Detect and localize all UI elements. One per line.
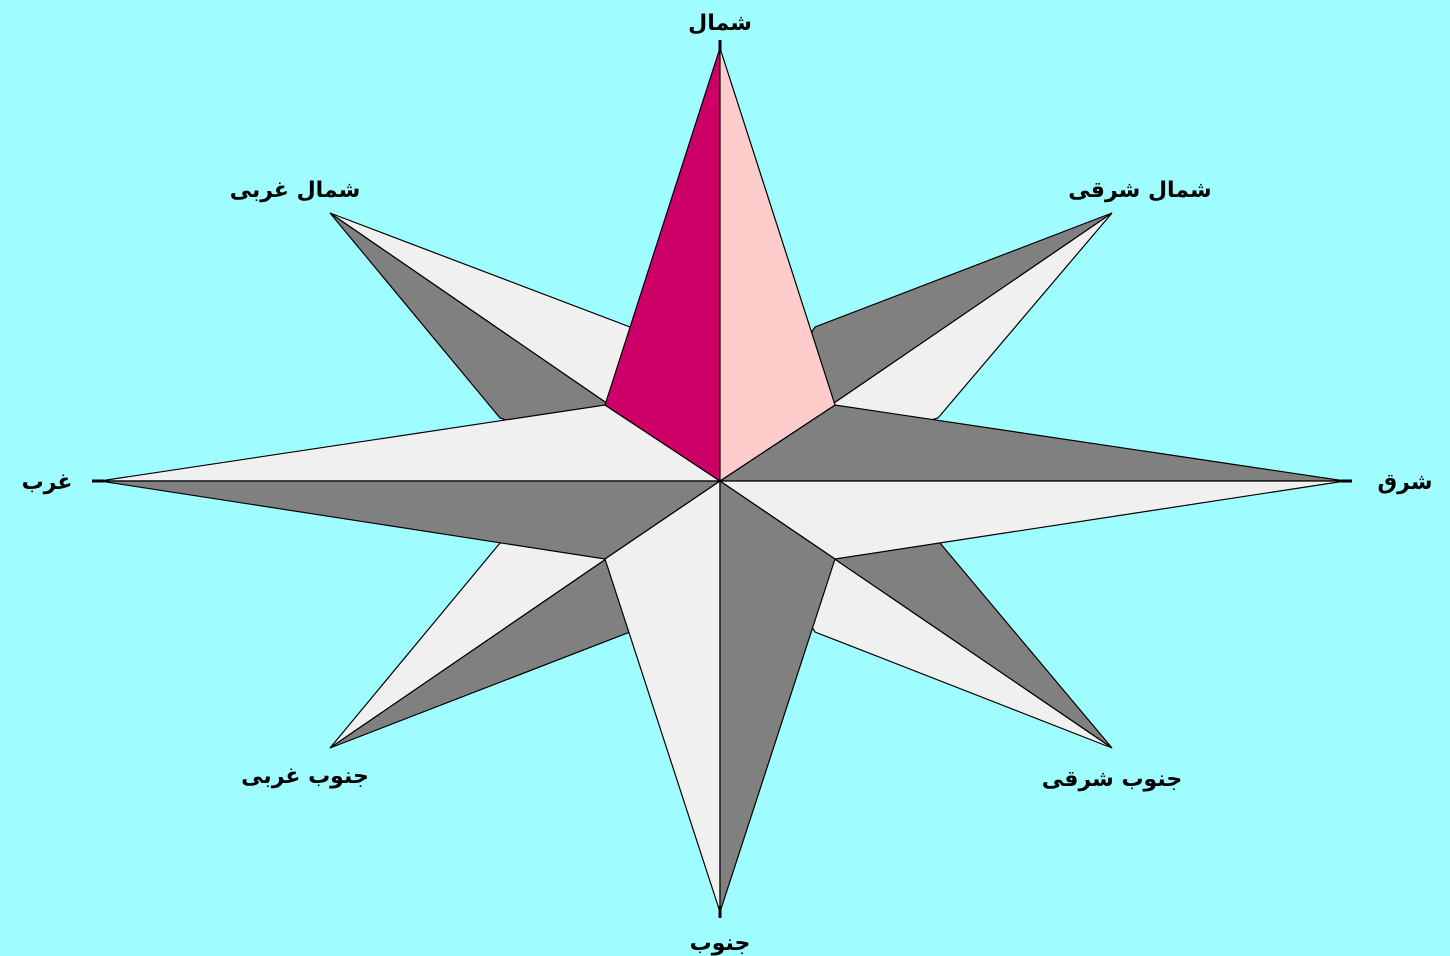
label-north-east: شمال شرقی	[1068, 178, 1211, 203]
label-south-east: جنوب شرقی	[1042, 767, 1182, 792]
label-south-west: جنوب غربی	[241, 764, 369, 789]
label-north-west: شمال غربی	[230, 178, 361, 203]
label-north: شمال	[688, 11, 752, 36]
label-south: جنوب	[690, 931, 751, 956]
label-east: شرق	[1378, 470, 1433, 495]
label-west: غرب	[22, 470, 73, 495]
